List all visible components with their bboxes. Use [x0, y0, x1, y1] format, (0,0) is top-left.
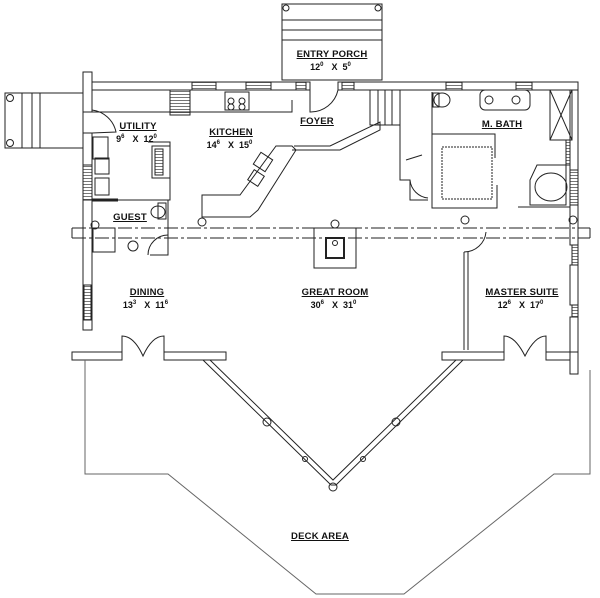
room-label-m-bath: M. BATH: [481, 119, 523, 130]
fireplace: [313, 219, 357, 269]
deck-outline: [84, 360, 591, 595]
beam-line: [71, 227, 591, 239]
room-label-deck-area: DECK AREA: [291, 531, 349, 542]
kitchen-counters: [92, 91, 381, 227]
room-label-guest: GUEST: [113, 212, 147, 223]
right-exterior-wall: [569, 89, 579, 368]
angled-glass-walls: [202, 359, 464, 492]
front-walls: [71, 335, 579, 375]
top-exterior-wall: [82, 71, 579, 113]
master-bath-fixtures: [431, 89, 578, 225]
side-steps: [4, 92, 84, 149]
left-exterior-wall: [82, 109, 117, 331]
master-suite-wall: [463, 231, 487, 350]
room-label-foyer: FOYER: [300, 116, 334, 127]
entry-porch-outline: [281, 3, 383, 81]
foyer-stairs: [369, 89, 429, 201]
utility-fixtures: [92, 89, 191, 201]
